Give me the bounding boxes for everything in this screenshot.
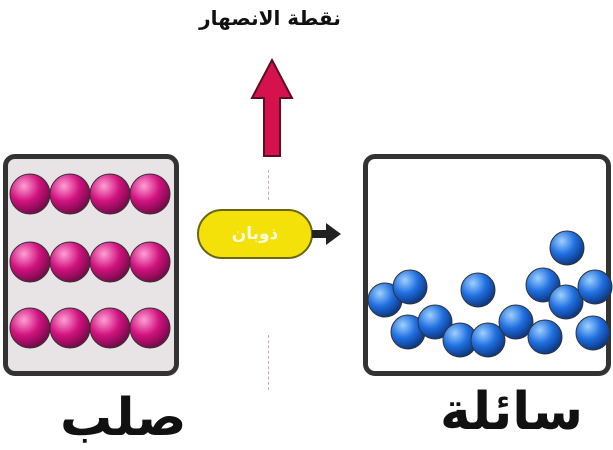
solid-particle <box>89 173 131 215</box>
liquid-particle <box>575 315 611 351</box>
solid-particle <box>129 307 171 349</box>
solid-particle <box>49 241 91 283</box>
solid-particle <box>49 173 91 215</box>
liquid-particle <box>392 269 428 305</box>
melting-process-pill: ذوبان <box>197 209 313 259</box>
liquid-label: سائلة <box>440 382 583 442</box>
melting-point-title: نقطة الانصهار <box>199 6 341 30</box>
up-arrow-icon <box>250 58 294 157</box>
liquid-particle <box>417 304 453 340</box>
melting-process-label: ذوبان <box>231 224 279 244</box>
solid-particle <box>9 307 51 349</box>
solid-particle <box>89 241 131 283</box>
liquid-particle <box>548 284 584 320</box>
right-arrow-icon <box>312 223 341 245</box>
divider-bottom <box>268 335 270 390</box>
liquid-particle <box>577 269 613 305</box>
liquid-particle <box>498 304 534 340</box>
solid-particle <box>129 241 171 283</box>
solid-particle <box>89 307 131 349</box>
solid-particles <box>9 173 171 349</box>
solid-particle <box>49 307 91 349</box>
divider-top <box>268 170 270 200</box>
solid-particle <box>9 173 51 215</box>
liquid-particle <box>549 230 585 266</box>
solid-particle <box>129 173 171 215</box>
solid-particle <box>9 241 51 283</box>
liquid-particles <box>367 230 613 358</box>
solid-label: صلب <box>60 388 187 448</box>
liquid-particle <box>470 322 506 358</box>
liquid-particle <box>460 272 496 308</box>
liquid-particle <box>527 319 563 355</box>
